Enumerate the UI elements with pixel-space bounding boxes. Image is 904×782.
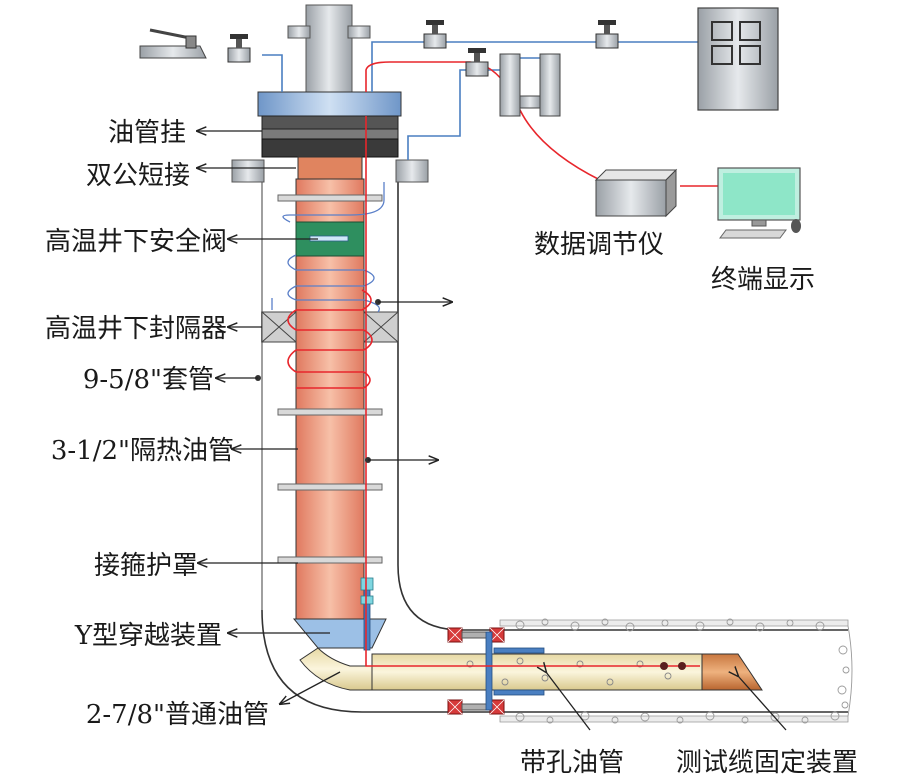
side-outlets xyxy=(231,159,429,183)
label-cable-fixture: 测试缆固定装置 xyxy=(676,748,858,778)
label-terminal-display: 终端显示 xyxy=(711,265,815,295)
needle-valve-icon xyxy=(465,48,489,77)
data-regulator-box xyxy=(594,168,678,218)
label-safety-valve: 高温井下安全阀 xyxy=(45,227,227,257)
y-crossover xyxy=(292,618,387,649)
separator-vessels xyxy=(499,53,561,117)
cable-fixture xyxy=(701,653,763,691)
label-coupling-protector: 接箍护罩 xyxy=(94,551,198,581)
handle-valve-icon xyxy=(139,28,207,59)
label-casing: 9-5/8"套管 xyxy=(83,365,214,395)
regular-tubing xyxy=(299,647,703,691)
needle-valve-icon xyxy=(595,20,619,49)
label-perforated-tubing: 带孔油管 xyxy=(520,748,624,778)
tubing-hanger xyxy=(257,91,402,158)
keyboard-icon xyxy=(719,229,787,239)
label-packer: 高温井下封隔器 xyxy=(45,314,227,344)
control-line xyxy=(271,182,385,313)
mouse-icon xyxy=(791,219,801,233)
label-double-pin-sub: 双公短接 xyxy=(86,161,190,191)
control-cabinet-icon xyxy=(697,7,779,111)
horizontal-packers xyxy=(447,627,505,715)
coupling-protectors xyxy=(277,194,383,564)
label-regular-tubing: 2-7/8"普通油管 xyxy=(86,700,269,730)
safety-valve xyxy=(295,221,365,257)
needle-valve-icon xyxy=(423,20,447,49)
label-data-regulator: 数据调节仪 xyxy=(534,230,664,260)
blue-crossover-pipe xyxy=(360,577,545,711)
wellhead-stem xyxy=(287,4,371,98)
label-tubing-hanger: 油管挂 xyxy=(108,118,186,148)
leader-arrows xyxy=(197,131,787,731)
label-insulated-tubing: 3-1/2"隔热油管 xyxy=(51,436,234,466)
computer-monitor-icon xyxy=(717,167,801,227)
label-y-crossover: Y型穿越装置 xyxy=(74,621,222,651)
packer xyxy=(261,311,399,343)
needle-valve-icon xyxy=(227,34,251,63)
formation-cement xyxy=(499,618,853,724)
